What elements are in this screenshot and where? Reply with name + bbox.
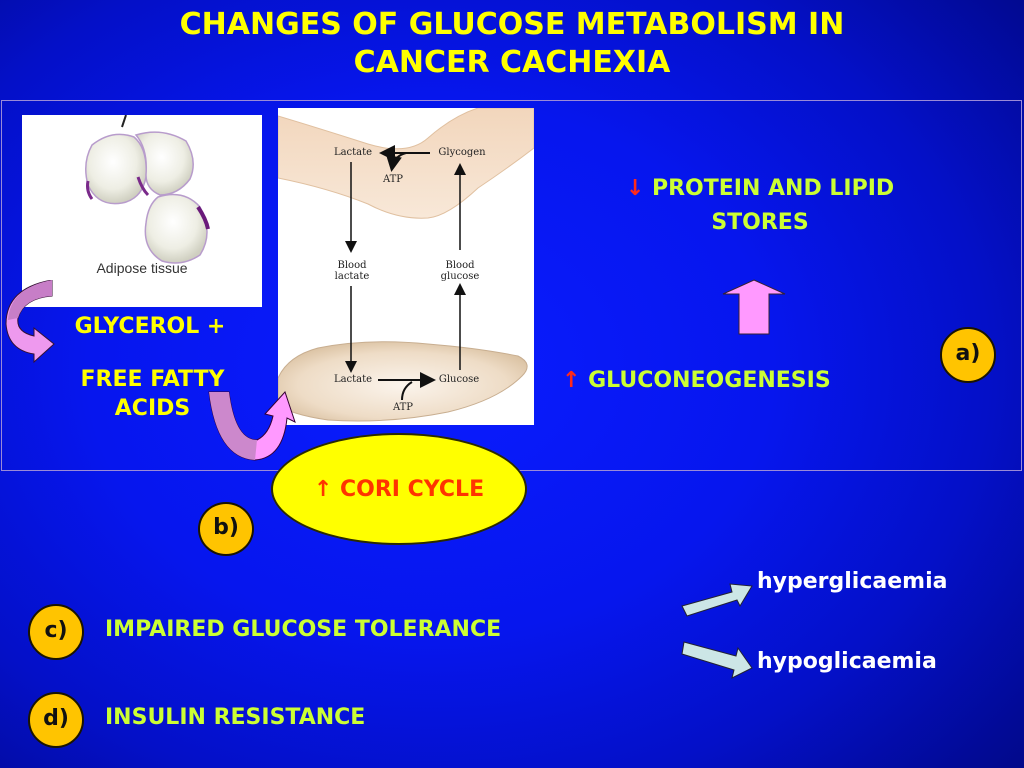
ffa-line-2: ACIDS xyxy=(114,396,191,421)
up-arrow-icon: ↑ xyxy=(562,368,581,393)
muscle-atp-label: ATP xyxy=(382,174,404,185)
blood-glucose-line2: glucose xyxy=(440,271,480,282)
liver-atp-label: ATP xyxy=(392,402,414,413)
protein-line-1: PROTEIN AND LIPID xyxy=(651,176,895,201)
free-fatty-acids-label: FREE FATTY ACIDS xyxy=(30,365,275,423)
hypoglicaemia-label: hypoglicaemia xyxy=(757,649,937,674)
slide-title: CHANGES OF GLUCOSE METABOLISM IN CANCER … xyxy=(0,6,1024,82)
cori-cycle-label: CORI CYCLE xyxy=(339,476,485,502)
insulin-resistance: INSULIN RESISTANCE xyxy=(105,705,366,730)
adipose-caption: Adipose tissue xyxy=(96,260,187,276)
title-line-2: CANCER CACHEXIA xyxy=(353,45,671,80)
title-line-1: CHANGES OF GLUCOSE METABOLISM IN xyxy=(179,7,845,42)
protein-lipid-stores: ↓ PROTEIN AND LIPID STORES xyxy=(560,172,960,240)
cori-cycle-diagram: Lactate Glycogen ATP Blood lactate Blood… xyxy=(278,108,534,425)
badge-d: d) xyxy=(28,692,84,748)
cori-up-arrow-icon: ↑ xyxy=(313,476,333,502)
up-block-arrow-icon xyxy=(722,279,786,335)
curved-arrow-adipose-icon xyxy=(5,280,55,364)
impaired-glucose-tolerance: IMPAIRED GLUCOSE TOLERANCE xyxy=(105,617,502,642)
glycerol-label: GLYCEROL + xyxy=(74,314,226,339)
badge-b: b) xyxy=(198,502,254,556)
ffa-line-1: FREE FATTY xyxy=(80,367,225,392)
muscle-liver-illustration-icon xyxy=(278,108,534,422)
gluconeogenesis-label: GLUCONEOGENESIS xyxy=(588,368,831,393)
blood-lactate-line1: Blood xyxy=(337,260,367,271)
glycogen-label: Glycogen xyxy=(438,147,486,158)
gluconeogenesis: ↑ GLUCONEOGENESIS xyxy=(562,366,831,396)
adipose-tissue-image: Adipose tissue xyxy=(22,115,262,307)
u-arrow-to-cori-icon xyxy=(208,391,296,461)
muscle-lactate-label: Lactate xyxy=(333,147,373,158)
adipocyte-illustration-icon: Adipose tissue xyxy=(85,115,210,276)
badge-a: a) xyxy=(940,327,996,383)
hyperglicaemia-label: hyperglicaemia xyxy=(757,569,948,594)
blood-lactate-line2: lactate xyxy=(334,271,370,282)
arrow-to-hypoglicaemia-icon xyxy=(681,641,753,679)
protein-line-2: STORES xyxy=(711,210,809,235)
down-arrow-icon: ↓ xyxy=(625,176,645,201)
arrow-to-hyperglicaemia-icon xyxy=(681,583,753,617)
cori-cycle-ellipse: ↑ CORI CYCLE xyxy=(271,433,527,545)
liver-lactate-label: Lactate xyxy=(333,374,373,385)
liver-glucose-label: Glucose xyxy=(438,374,480,385)
badge-c: c) xyxy=(28,604,84,660)
blood-glucose-line1: Blood xyxy=(445,260,475,271)
